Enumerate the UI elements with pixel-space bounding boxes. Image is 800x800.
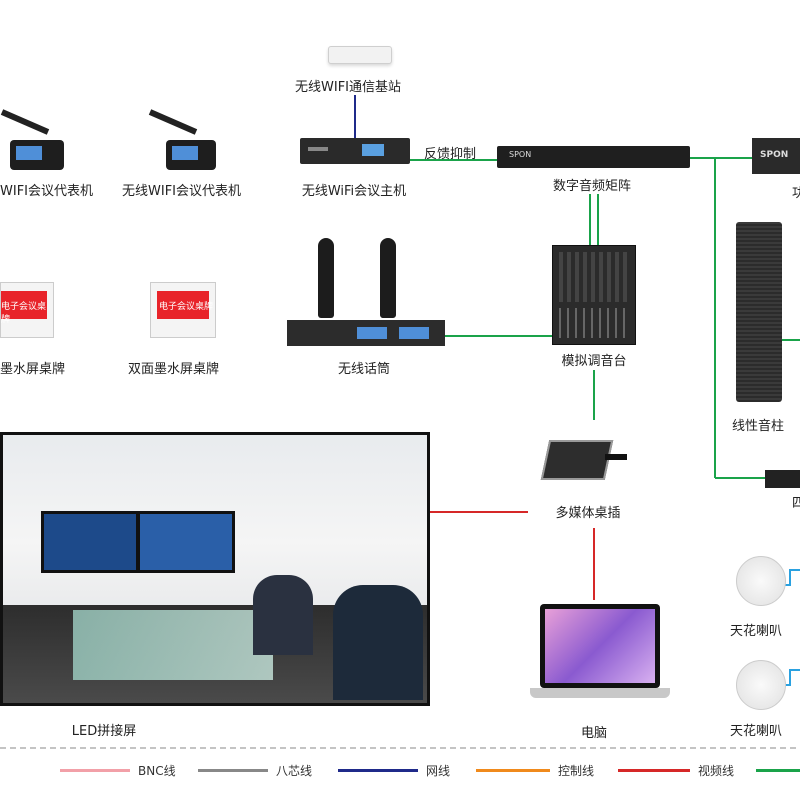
ceiling-speaker-1-label: 天花喇叭 (730, 624, 783, 639)
wifi-base-station-device (328, 40, 392, 66)
wireless-mic-receiver (287, 320, 445, 346)
legend-line-video (618, 769, 690, 772)
amp-2-label: 四 (792, 496, 800, 511)
delegate-2-label: 无线WIFI会议代表机 (122, 184, 241, 199)
legend-label-control: 控制线 (558, 764, 595, 778)
ink-nameplate-2-label: 双面墨水屏桌牌 (128, 362, 220, 377)
handheld-mic-1 (318, 238, 334, 318)
led-splice-screen (0, 432, 430, 706)
legend-label-bnc: BNC线 (138, 764, 176, 778)
legend-line-8core (198, 769, 268, 772)
wifi-host-label: 无线WiFi会议主机 (301, 184, 407, 199)
wifi-host-device (300, 138, 410, 164)
ink-nameplate-1-label: 墨水屏桌牌 (0, 362, 66, 377)
delegate-1-label: WIFI会议代表机 (0, 184, 93, 199)
ceiling-speaker-1 (736, 556, 786, 606)
mixer-label: 模拟调音台 (561, 354, 627, 369)
computer-label: 电脑 (580, 726, 608, 741)
delegate-unit-2 (148, 100, 218, 175)
handheld-mic-2 (380, 238, 396, 318)
ceiling-speaker-2 (736, 660, 786, 710)
line-array-label: 线性音柱 (732, 419, 785, 434)
legend-line-bnc (60, 769, 130, 772)
legend-line-audio (756, 769, 800, 772)
laptop-device (530, 604, 670, 712)
ink-nameplate-2: 电子会议桌牌 (150, 282, 216, 338)
multimedia-socket-label: 多媒体桌插 (555, 506, 621, 521)
multimedia-socket-device (540, 430, 627, 482)
audio-matrix-device: SPON (497, 146, 690, 168)
brand-label: SPON (509, 150, 532, 159)
wireless-mic-label: 无线话筒 (337, 362, 391, 377)
ink-nameplate-1: 电子会议桌牌 (0, 282, 54, 338)
feedback-label: 反馈抑制 (424, 147, 477, 162)
legend-line-control (476, 769, 550, 772)
legend-label-video: 视频线 (698, 764, 735, 778)
wifi-base-station-label: 无线WIFI通信基站 (295, 80, 401, 95)
ceiling-speaker-2-label: 天花喇叭 (730, 724, 783, 739)
audio-matrix-label: 数字音频矩阵 (552, 179, 632, 194)
power-amplifier-device: SPON (752, 138, 800, 174)
analog-mixer-device (552, 245, 636, 345)
legend-label-network: 网线 (426, 764, 451, 778)
legend-label-8core: 八芯线 (276, 764, 313, 778)
delegate-unit-1 (0, 100, 70, 175)
amplifier-2-device (765, 470, 800, 488)
power-amp-label: 功 (792, 186, 800, 201)
led-screen-label: LED拼接屏 (71, 724, 137, 739)
line-array-speaker (736, 222, 782, 402)
legend-line-network (338, 769, 418, 772)
